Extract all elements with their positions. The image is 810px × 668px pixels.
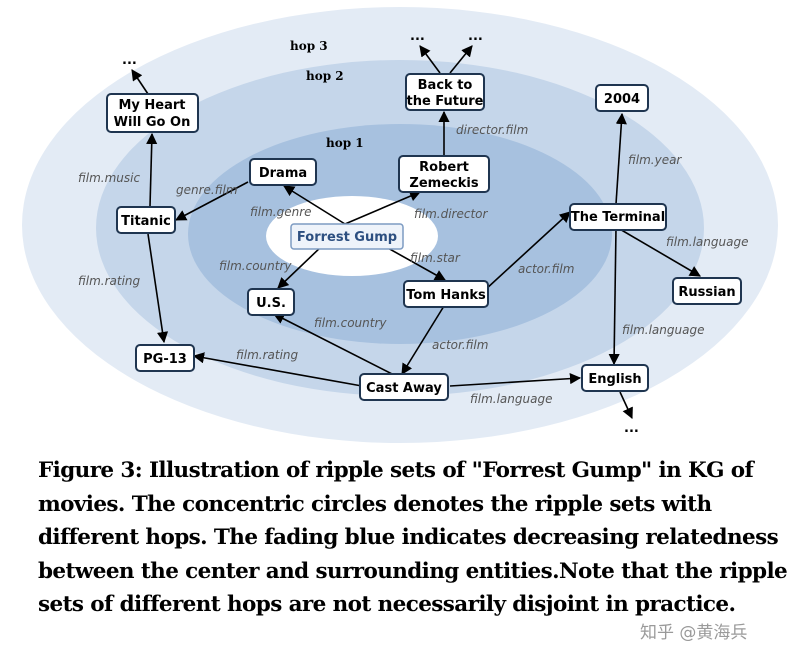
node-forrest-gump: Forrest Gump — [290, 223, 404, 250]
node-drama-label: Drama — [259, 166, 307, 181]
node-castaway-label: Cast Away — [366, 381, 442, 396]
edge-label-film-country-2: film.country — [314, 316, 387, 330]
edge-tomhanks-terminal — [484, 211, 571, 291]
node-heart-label-2: Will Go On — [114, 115, 191, 130]
edge-terminal-russian — [617, 227, 701, 277]
node-robert-zemeckis: Robert Zemeckis — [398, 155, 490, 193]
node-pg13: PG-13 — [135, 344, 195, 372]
node-heart-label-1: My Heart — [118, 98, 185, 113]
hop-3-label: hop 3 — [290, 39, 328, 53]
edge-label-film-rating-1: film.rating — [78, 274, 141, 288]
node-the-terminal: The Terminal — [569, 203, 667, 231]
node-back-to-the-future: Back to the Future — [405, 73, 485, 111]
figure-caption: Figure 3: Illustration of ripple sets of… — [38, 458, 788, 617]
edge-label-film-country-1: film.country — [219, 259, 292, 273]
node-terminal-label: The Terminal — [571, 210, 665, 225]
edge-label-film-genre: film.genre — [250, 205, 312, 219]
edge-tomhanks-castaway — [401, 305, 445, 375]
edge-label-film-language-2: film.language — [622, 323, 704, 337]
edge-english-dots — [619, 391, 633, 420]
node-pg13-label: PG-13 — [143, 352, 187, 367]
ellipsis-english: ... — [624, 421, 639, 436]
edge-label-film-language-3: film.language — [470, 392, 552, 406]
hop-2-label: hop 2 — [306, 69, 344, 83]
edge-drama-titanic — [175, 181, 249, 221]
edge-castaway-pg13 — [192, 352, 363, 387]
edge-castaway-english — [449, 373, 582, 387]
node-2004: 2004 — [595, 84, 649, 112]
edge-label-film-language-1: film.language — [666, 235, 748, 249]
edge-heart-dots — [131, 69, 149, 95]
node-russian: Russian — [672, 277, 742, 305]
ellipsis-back-right: ... — [468, 29, 483, 44]
watermark: 知乎 @黄海兵 — [640, 618, 748, 643]
edge-titanic-heart — [146, 132, 158, 207]
edge-label-film-year: film.year — [628, 153, 682, 167]
ellipsis-heart: ... — [122, 53, 137, 68]
edge-label-film-director: film.director — [414, 207, 489, 221]
node-back-label-2: the Future — [407, 94, 484, 109]
edge-fg-robert — [344, 190, 422, 225]
edge-label-actor-film-1: actor.film — [518, 262, 574, 276]
node-2004-label: 2004 — [604, 92, 640, 107]
edge-back-dots-left — [419, 45, 441, 74]
edge-fg-drama — [283, 185, 346, 225]
edge-terminal-2004 — [615, 112, 627, 205]
node-tom-hanks-label: Tom Hanks — [406, 288, 486, 303]
edge-label-actor-film-2: actor.film — [432, 338, 488, 352]
edge-label-genre-film: genre.film — [176, 183, 238, 197]
node-robert-label-2: Zemeckis — [409, 176, 478, 191]
edge-back-dots-right — [449, 45, 473, 74]
ellipsis-back-left: ... — [410, 29, 425, 44]
node-russian-label: Russian — [678, 285, 735, 300]
edge-label-film-rating-2: film.rating — [236, 348, 299, 362]
node-english-label: English — [588, 372, 641, 387]
hop-1-label: hop 1 — [326, 136, 364, 150]
node-us-label: U.S. — [256, 296, 286, 311]
edge-titanic-pg13 — [147, 233, 169, 344]
node-robert-label-1: Robert — [419, 160, 469, 175]
node-my-heart-will-go-on: My Heart Will Go On — [106, 93, 199, 133]
edge-label-film-star: film.star — [410, 251, 461, 265]
node-us: U.S. — [247, 288, 295, 316]
node-cast-away: Cast Away — [359, 373, 449, 401]
ripple-set-diagram: hop 3 hop 2 hop 1 genre.film film.genre … — [22, 7, 778, 443]
edge-castaway-us — [273, 313, 401, 379]
edge-label-film-music: film.music — [78, 171, 140, 185]
node-english: English — [581, 364, 649, 392]
node-tom-hanks: Tom Hanks — [403, 280, 489, 308]
node-titanic: Titanic — [116, 206, 176, 234]
edge-terminal-english — [608, 227, 620, 366]
node-titanic-label: Titanic — [121, 214, 171, 229]
node-back-label-1: Back to — [418, 78, 473, 93]
node-forrest-gump-label: Forrest Gump — [297, 230, 397, 245]
edge-label-director-film: director.film — [456, 123, 528, 137]
node-drama: Drama — [249, 158, 317, 186]
